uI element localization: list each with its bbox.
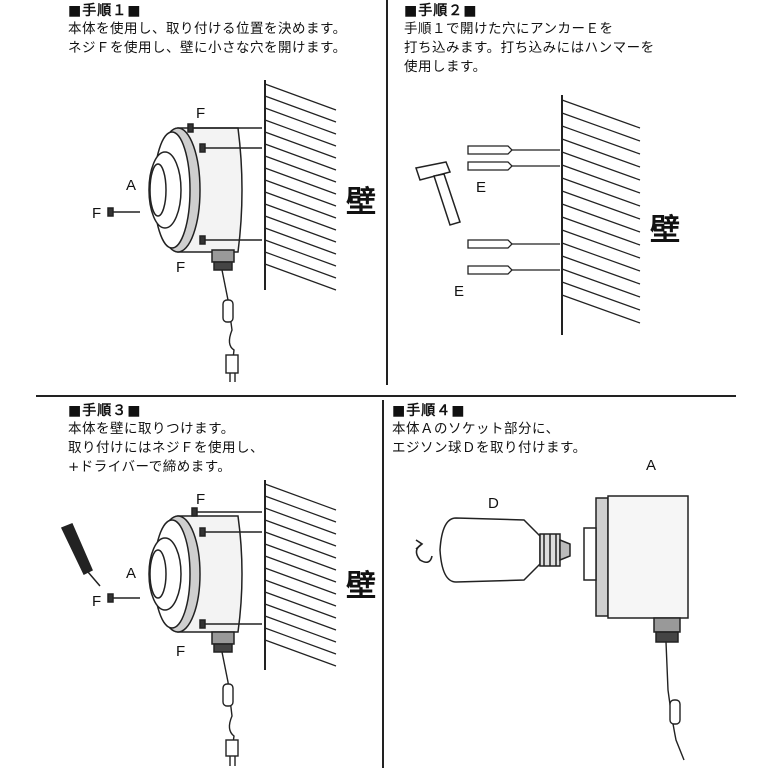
step-4-title: ■手順４■ xyxy=(392,403,466,419)
step-3-label-f-bottom: F xyxy=(176,643,185,660)
step-2-line-1: 手順１で開けた穴にアンカーＥを xyxy=(404,21,614,37)
step-1-line-2: ネジＦを使用し、壁に小さな穴を開けます。 xyxy=(68,40,347,56)
step-4-label-a: A xyxy=(646,457,656,474)
step-2-illustration: 壁 E E xyxy=(415,95,680,335)
step-4-text: ■手順４■ 本体Ａのソケット部分に、 エジソン球Ｄを取り付けます。 xyxy=(392,402,587,458)
step-3-title: ■手順３■ xyxy=(68,403,142,419)
step-4-line-2: エジソン球Ｄを取り付けます。 xyxy=(392,440,587,456)
step-1-label-a: A xyxy=(126,177,136,194)
step-1-label-f-bottom: F xyxy=(176,259,185,276)
step-3-label-f-left: F xyxy=(92,593,101,610)
step-2-anchors xyxy=(467,145,560,275)
step-3-line-2: 取り付けにはネジＦを使用し、 xyxy=(68,440,264,456)
step-2-wall xyxy=(561,95,641,335)
step-4-label-d: D xyxy=(488,495,499,512)
edison-bulb xyxy=(439,517,571,583)
step-3-screws xyxy=(107,507,262,629)
step-3-wall-label: 壁 xyxy=(346,569,376,604)
step-2-label-e-bottom: E xyxy=(454,283,464,300)
step-2-line-3: 使用します。 xyxy=(404,59,487,75)
step-1-label-f-top: F xyxy=(196,105,205,122)
step-4-illustration: D A xyxy=(415,457,689,761)
step-1-wall-label: 壁 xyxy=(346,185,376,220)
step-3-line-3: +ドライバーで締めます。 xyxy=(68,459,232,475)
rotate-arrow-icon xyxy=(415,539,433,564)
step-1-cord xyxy=(221,269,239,382)
step-2-label-e-top: E xyxy=(476,179,486,196)
vertical-divider-bottom xyxy=(382,400,384,768)
step-1-line-1: 本体を使用し、取り付ける位置を決めます。 xyxy=(68,21,347,37)
step-3-text: ■手順３■ 本体を壁に取りつけます。 取り付けにはネジＦを使用し、 +ドライバー… xyxy=(68,402,264,477)
step-1-screws xyxy=(107,123,262,245)
step-1-label-f-left: F xyxy=(92,205,101,222)
step-1-title: ■手順１■ xyxy=(68,3,142,19)
step-1-text: ■手順１■ 本体を使用し、取り付ける位置を決めます。 ネジＦを使用し、壁に小さな… xyxy=(68,2,347,58)
step-4-cord xyxy=(665,641,685,761)
step-3-wall xyxy=(264,480,337,670)
step-2-line-2: 打ち込みます。打ち込みにはハンマーを xyxy=(404,40,655,56)
step-2-hammer xyxy=(415,161,461,226)
step-1-wall xyxy=(264,80,337,291)
step-2-text: ■手順２■ 手順１で開けた穴にアンカーＥを 打ち込みます。打ち込みにはハンマーを… xyxy=(404,2,655,77)
step-1-socket-body xyxy=(148,127,243,271)
step-3-illustration: 壁 F A F F xyxy=(60,480,376,766)
step-4-socket-body xyxy=(583,495,689,643)
step-3-socket-body xyxy=(148,515,243,653)
step-3-line-1: 本体を壁に取りつけます。 xyxy=(68,421,235,437)
step-3-cord xyxy=(221,651,239,766)
screwdriver-icon xyxy=(60,523,101,587)
step-4-line-1: 本体Ａのソケット部分に、 xyxy=(392,421,560,437)
horizontal-divider xyxy=(36,395,736,397)
step-1-illustration: 壁 F A F F xyxy=(92,80,376,382)
step-2-title: ■手順２■ xyxy=(404,3,478,19)
step-3-label-a: A xyxy=(126,565,136,582)
step-3-label-f-top: F xyxy=(196,491,205,508)
step-2-wall-label: 壁 xyxy=(650,213,680,248)
vertical-divider-top xyxy=(386,0,388,385)
